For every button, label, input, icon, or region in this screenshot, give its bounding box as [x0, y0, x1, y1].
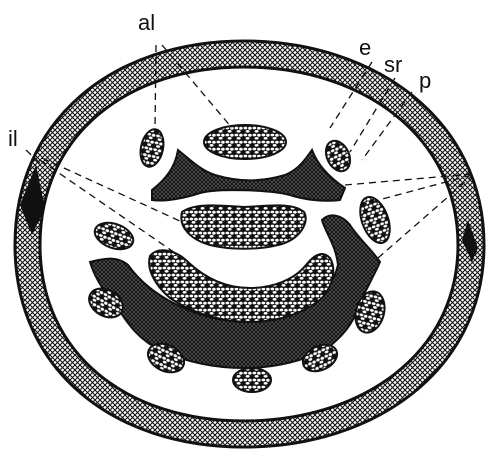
- label-al: al: [138, 10, 155, 35]
- label-e: e: [359, 35, 371, 60]
- top-bundle: [204, 125, 286, 159]
- small-bundle: [137, 127, 166, 169]
- small-bundle: [91, 218, 137, 254]
- small-bundle: [321, 137, 354, 175]
- label-il: il: [8, 126, 18, 151]
- label-p: p: [419, 68, 431, 93]
- middle-bundle: [181, 205, 305, 248]
- label-sr: sr: [384, 52, 402, 77]
- small-bundle: [233, 368, 271, 392]
